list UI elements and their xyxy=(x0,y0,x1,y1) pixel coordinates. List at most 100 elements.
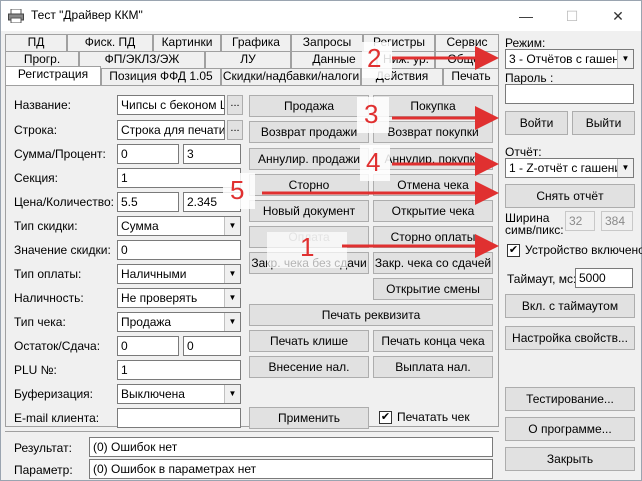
login-button[interactable]: Войти xyxy=(505,111,568,135)
power-timeout-button[interactable]: Вкл. с таймаутом xyxy=(505,294,635,318)
result-field: (0) Ошибок нет xyxy=(89,437,493,457)
tab-general[interactable]: Общее xyxy=(435,51,499,68)
tab-row-1: ПД Фиск. ПД Картинки Графика Запросы Рег… xyxy=(5,34,499,51)
email-field[interactable] xyxy=(117,408,241,428)
tab-data[interactable]: Данные xyxy=(291,51,377,68)
close-with-change-button[interactable]: Закр. чека со сдачей xyxy=(373,252,493,274)
tab-fp-eklz[interactable]: ФП/ЭКЛЗ/ЭЖ xyxy=(79,51,205,68)
change-label: Остаток/Сдача: xyxy=(14,339,101,353)
tab-graphics[interactable]: Графика xyxy=(221,34,291,51)
buffer-select[interactable]: Выключена▼ xyxy=(117,384,241,404)
sum-field[interactable]: 0 xyxy=(117,144,179,164)
string-field[interactable]: Строка для печати xyxy=(117,120,225,140)
tab-registration[interactable]: Регистрация xyxy=(5,66,101,85)
cash-select[interactable]: Не проверять▼ xyxy=(117,288,241,308)
tab-pd[interactable]: ПД xyxy=(5,34,67,51)
close-button[interactable]: Закрыть xyxy=(505,447,635,471)
apply-button[interactable]: Применить xyxy=(249,407,369,429)
change1-field[interactable]: 0 xyxy=(117,336,179,356)
cash-label: Наличность: xyxy=(14,291,84,305)
print-cliche-button[interactable]: Печать клише xyxy=(249,330,369,352)
discount-type-select[interactable]: Сумма ▼ xyxy=(117,216,241,236)
cash-value: Не проверять xyxy=(121,291,198,305)
print-check-label: Печатать чек xyxy=(397,410,470,424)
sale-button[interactable]: Продажа xyxy=(249,95,369,117)
price-field[interactable]: 5.5 xyxy=(117,192,179,212)
settings-button[interactable]: Настройка свойств... xyxy=(505,326,635,350)
report-value: 1 - Z-отчёт с гашение xyxy=(509,161,628,175)
storno-button[interactable]: Сторно xyxy=(249,174,369,196)
change2-field[interactable]: 0 xyxy=(183,336,241,356)
string-browse-button[interactable]: ... xyxy=(227,120,243,140)
timeout-label: Таймаут, мс: xyxy=(507,272,577,286)
tab-service[interactable]: Сервис xyxy=(435,34,499,51)
tab-pictures[interactable]: Картинки xyxy=(153,34,221,51)
testing-button[interactable]: Тестирование... xyxy=(505,387,635,411)
print-check-checkbox[interactable]: ✔ xyxy=(379,411,392,424)
percent-field[interactable]: 3 xyxy=(183,144,241,164)
check-type-label: Тип чека: xyxy=(14,315,66,329)
about-button[interactable]: О программе... xyxy=(505,417,635,441)
tab-print[interactable]: Печать xyxy=(443,68,499,85)
maximize-button[interactable]: ☐ xyxy=(565,8,579,24)
discount-value-field[interactable]: 0 xyxy=(117,240,241,260)
cancel-check-button[interactable]: Отмена чека xyxy=(373,174,493,196)
purchase-button[interactable]: Покупка xyxy=(373,95,493,117)
return-sale-button[interactable]: Возврат продажи xyxy=(249,121,369,143)
check-type-value: Продажа xyxy=(121,315,172,329)
tab-discounts[interactable]: Скидки/надбавки/налоги xyxy=(221,68,361,85)
close-no-change-button[interactable]: Закр. чека без сдачи xyxy=(249,252,369,274)
buffer-label: Буферизация: xyxy=(14,387,93,401)
return-purchase-button[interactable]: Возврат покупки xyxy=(373,121,493,143)
plu-field[interactable]: 1 xyxy=(117,360,241,380)
timeout-field[interactable]: 5000 xyxy=(575,268,633,288)
tab-requests[interactable]: Запросы xyxy=(291,34,363,51)
width-sym-field: 32 xyxy=(565,211,595,231)
sum-label: Сумма/Процент: xyxy=(14,147,106,161)
print-end-button[interactable]: Печать конца чека xyxy=(373,330,493,352)
chevron-down-icon: ▼ xyxy=(617,50,633,68)
price-qty-label: Цена/Количество: xyxy=(14,195,114,209)
chevron-down-icon: ▼ xyxy=(224,217,240,235)
quantity-field[interactable]: 2.345 xyxy=(183,192,241,212)
new-document-button[interactable]: Новый документ xyxy=(249,200,369,222)
take-report-button[interactable]: Снять отчёт xyxy=(505,184,635,208)
tab-low-level[interactable]: Ниж. ур. xyxy=(377,51,435,68)
divider xyxy=(5,431,499,432)
printer-icon xyxy=(8,9,24,23)
mode-select[interactable]: 3 - Отчётов с гашение▼ xyxy=(505,49,634,69)
tab-fisc-pd[interactable]: Фиск. ПД xyxy=(67,34,153,51)
tab-registers[interactable]: Регистры xyxy=(363,34,435,51)
storno-payment-button[interactable]: Сторно оплаты xyxy=(373,226,493,248)
tab-actions[interactable]: Действия xyxy=(361,68,443,85)
minimize-button[interactable]: — xyxy=(519,8,533,24)
device-on-checkbox[interactable]: ✔ xyxy=(507,244,520,257)
chevron-down-icon: ▼ xyxy=(224,385,240,403)
discount-type-value: Сумма xyxy=(121,219,159,233)
open-shift-button[interactable]: Открытие смены xyxy=(373,278,493,300)
width-label-1: Ширина xyxy=(505,211,550,225)
pay-type-select[interactable]: Наличными▼ xyxy=(117,264,241,284)
plu-label: PLU №: xyxy=(14,363,57,377)
check-type-select[interactable]: Продажа▼ xyxy=(117,312,241,332)
payment-button[interactable]: Оплата xyxy=(249,226,369,248)
deposit-button[interactable]: Внесение нал. xyxy=(249,356,369,378)
name-browse-button[interactable]: ... xyxy=(227,95,243,115)
section-field[interactable]: 1 xyxy=(117,168,241,188)
email-label: E-mail клиента: xyxy=(14,411,100,425)
tab-progr[interactable]: Прогр. xyxy=(5,51,79,68)
report-select[interactable]: 1 - Z-отчёт с гашение▼ xyxy=(505,158,634,178)
tab-lu[interactable]: ЛУ xyxy=(205,51,291,68)
mode-label: Режим: xyxy=(505,36,546,50)
logout-button[interactable]: Выйти xyxy=(572,111,635,135)
annul-sale-button[interactable]: Аннулир. продажи xyxy=(249,148,369,170)
tab-position-ffd[interactable]: Позиция ФФД 1.05 xyxy=(101,68,221,85)
print-props-button[interactable]: Печать реквизита xyxy=(249,304,493,326)
withdraw-button[interactable]: Выплата нал. xyxy=(373,356,493,378)
password-field[interactable] xyxy=(505,84,634,104)
close-window-button[interactable]: ✕ xyxy=(612,8,624,24)
open-check-button[interactable]: Открытие чека xyxy=(373,200,493,222)
annul-purchase-button[interactable]: Аннулир. покупки xyxy=(373,148,493,170)
name-field[interactable]: Чипсы с беконом LA xyxy=(117,95,225,115)
